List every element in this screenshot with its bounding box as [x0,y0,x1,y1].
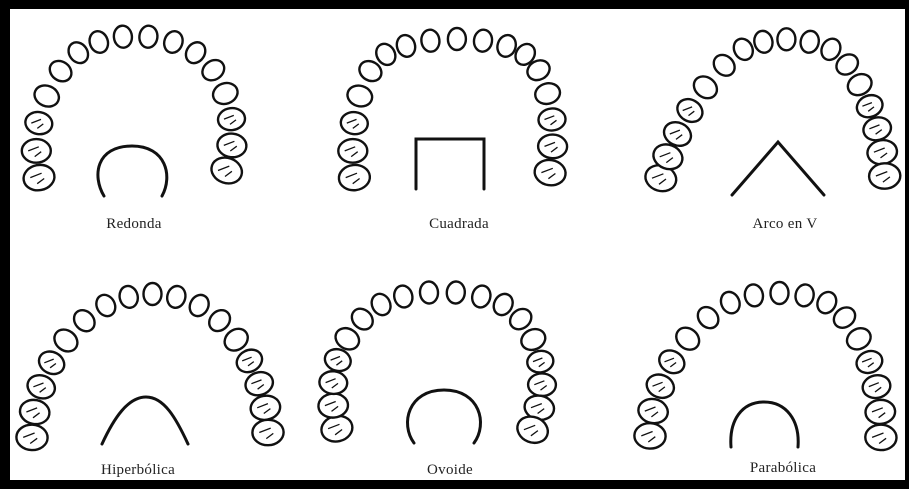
tooth [446,281,466,304]
tooth [672,323,704,354]
tooth [87,29,111,56]
tooth [865,424,897,451]
tooth [392,284,415,310]
tooth [65,39,92,67]
shape-symbol-square [416,139,484,189]
arch-label-arco-en-v: Arco en V [753,216,818,233]
tooth [643,371,677,402]
tooth [93,292,119,320]
tooth [533,81,562,107]
tooth [743,283,765,308]
tooth [853,347,885,376]
arch-redonda [21,25,247,193]
tooth [23,110,54,137]
arch-parabolica [634,282,897,451]
tooth [861,114,894,143]
tooth [182,39,209,67]
tooth [394,33,417,59]
arch-ovoide [318,281,557,448]
tooth [694,303,723,332]
tooth [165,284,188,310]
tooth [31,82,62,110]
tooth [161,29,185,56]
tooth [538,107,567,131]
tooth [448,28,466,50]
tooth [318,370,348,395]
tooth [21,162,56,193]
tooth [143,283,161,305]
tooth [249,393,282,422]
tooth [861,373,893,401]
tooth [368,291,394,319]
tooth [16,424,48,451]
arch-label-redonda: Redonda [106,216,161,233]
tooth [730,35,756,63]
arch-label-ovoide: Ovoide [427,462,473,479]
tooth [338,139,367,163]
tooth [318,392,349,418]
tooth [24,372,58,402]
tooth [70,306,99,335]
tooth [46,57,76,86]
tooth [252,419,284,445]
tooth [216,132,247,158]
shape-symbol-v [732,142,824,195]
tooth [533,158,567,188]
tooth [538,134,568,159]
arch-label-cuadrada: Cuadrada [429,216,489,233]
tooth [794,283,816,308]
tooth [198,56,228,85]
tooth [22,139,51,163]
tooth [186,292,212,320]
arch-label-parabolica: Parabólica [750,460,816,477]
tooth [419,281,438,304]
tooth [777,28,795,50]
arch-hiperbolica [16,283,284,451]
shape-symbol-ovoid [407,390,480,443]
tooth [798,29,820,54]
tooth [752,29,774,54]
tooth [210,80,240,108]
tooth [113,25,133,49]
tooth [868,163,900,190]
tooth [340,111,369,136]
tooth [208,154,245,188]
tooth [710,51,739,80]
arch-label-hiperbolica: Hiperbólica [101,462,175,479]
tooth [526,349,556,375]
tooth [690,72,722,103]
tooth [865,399,896,425]
tooth [18,398,51,427]
tooth [138,25,158,49]
tooth [770,282,788,304]
tooth [217,107,246,132]
tooth [634,422,666,449]
tooth [35,347,68,378]
shape-symbol-round [98,146,167,196]
tooth [345,83,375,110]
tooth [528,373,556,396]
shape-symbol-hyperbolic [102,397,188,444]
tooth [420,29,441,53]
tooth [843,324,874,353]
tooth [117,284,140,310]
tooth [718,289,743,316]
arch-cuadrada [338,28,568,192]
arch-arco-en-v [642,28,901,195]
tooth [636,396,670,426]
tooth [470,284,493,310]
shape-symbol-parabolic [731,402,798,447]
tooth [866,138,899,166]
tooth [338,163,371,191]
tooth [655,346,688,378]
tooth [473,29,494,53]
